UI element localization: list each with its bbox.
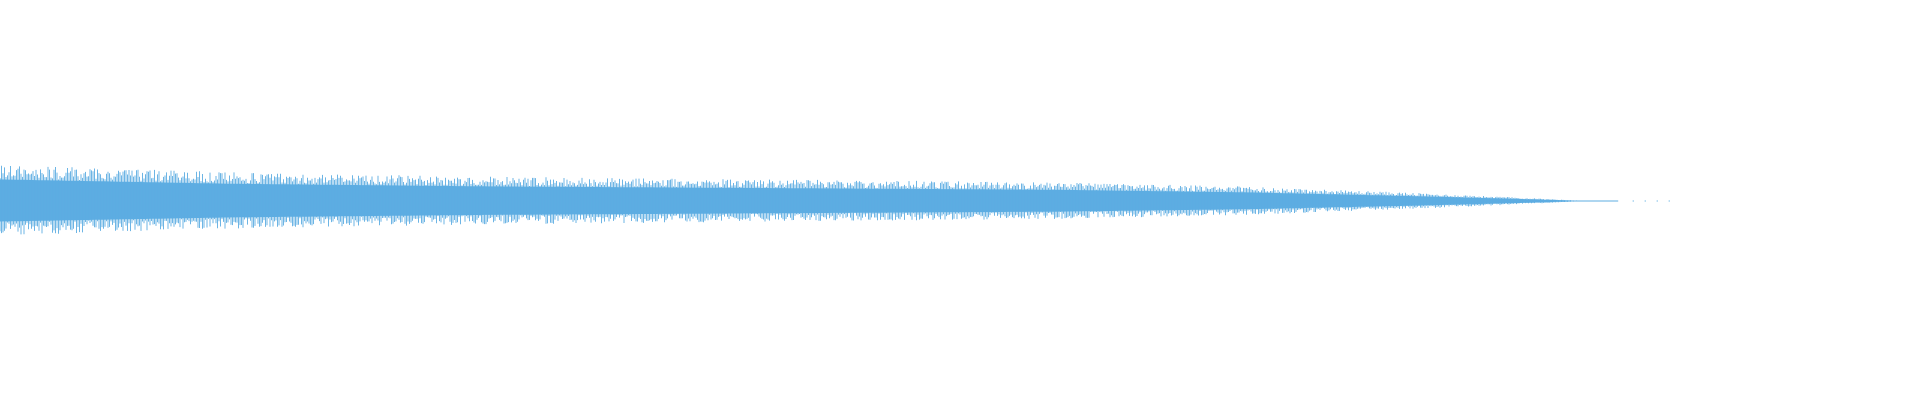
waveform-samples bbox=[0, 165, 1598, 235]
waveform-spikes bbox=[0, 165, 1598, 235]
waveform-tail-dot bbox=[1632, 200, 1634, 202]
waveform-tail-dot bbox=[1668, 200, 1670, 202]
waveform-tail-dot bbox=[1656, 200, 1658, 202]
waveform-core bbox=[0, 179, 1600, 222]
waveform-tail-dot bbox=[1644, 200, 1646, 202]
